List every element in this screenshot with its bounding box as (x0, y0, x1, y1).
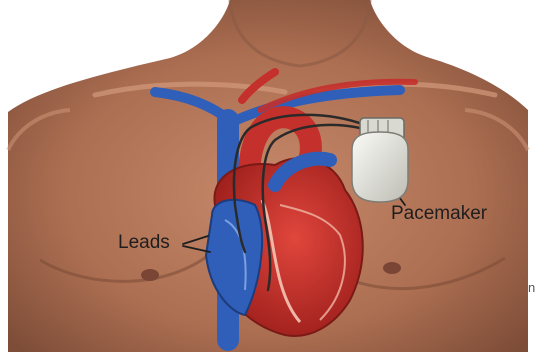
leads-label: Leads (118, 233, 170, 252)
edge-glyph: n (528, 280, 535, 295)
pacemaker-device-icon (352, 118, 408, 202)
pacemaker-label: Pacemaker (391, 204, 487, 223)
